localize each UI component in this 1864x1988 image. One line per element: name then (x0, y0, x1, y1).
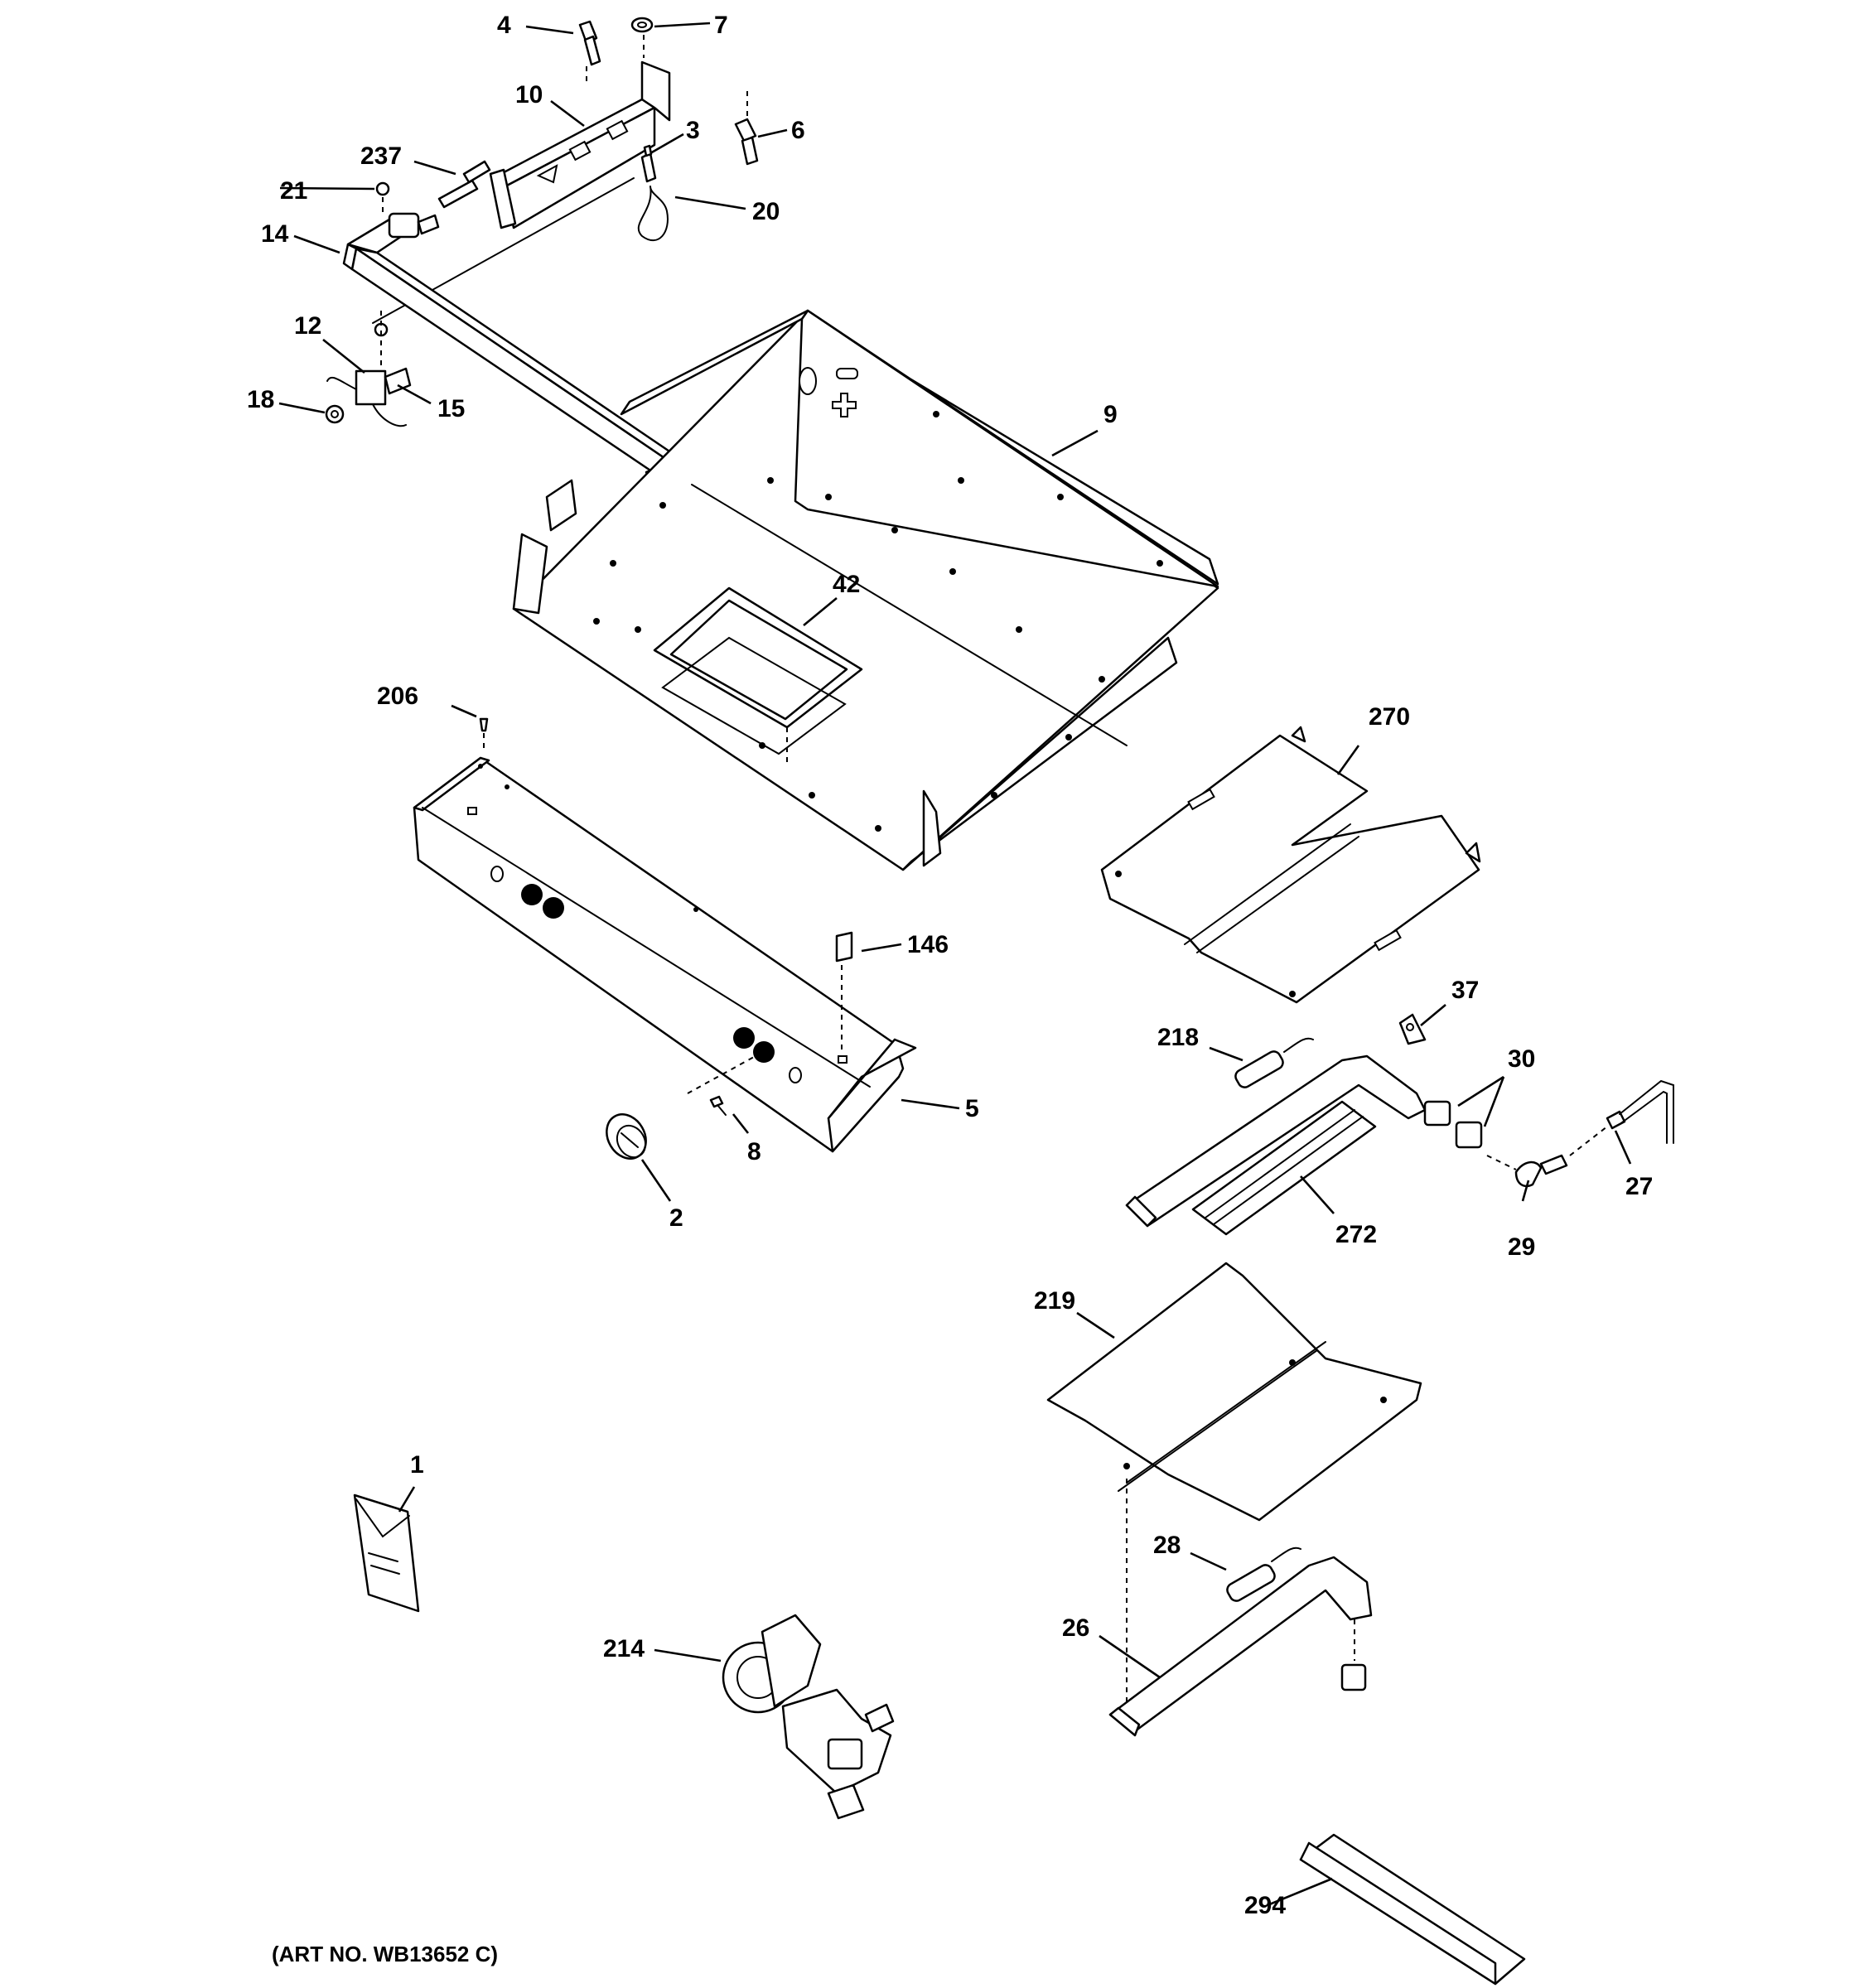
callout-30: 30 (1508, 1045, 1535, 1073)
part-42-cover-plate (653, 586, 863, 766)
callout-37: 37 (1451, 977, 1479, 1004)
callout-labels: 4 7 10 3 6 237 21 20 14 12 15 18 9 42 20… (247, 12, 1653, 1966)
callout-42: 42 (833, 571, 860, 598)
part-26-lower-burner (1108, 1556, 1373, 1737)
callout-218: 218 (1157, 1024, 1199, 1051)
callout-2: 2 (669, 1204, 683, 1232)
part-8-screw (709, 1095, 727, 1116)
callout-146: 146 (907, 931, 949, 958)
part-4-screw (578, 20, 601, 83)
callout-7: 7 (714, 12, 728, 39)
part-10-mounting-bracket (489, 60, 671, 229)
part-28-igniter (1226, 1546, 1301, 1602)
art-number: (ART NO. WB13652 C) (272, 1942, 498, 1966)
callout-294: 294 (1244, 1892, 1286, 1919)
callout-14: 14 (261, 220, 289, 248)
part-237-fitting (437, 160, 491, 209)
part-21-screw (375, 181, 390, 214)
callout-15: 15 (437, 395, 465, 422)
callout-12: 12 (294, 312, 321, 340)
part-5-control-panel (413, 756, 917, 1153)
part-294-channel (1299, 1833, 1526, 1986)
callout-3: 3 (686, 117, 700, 144)
part-2-knob (606, 1113, 647, 1160)
callout-272: 272 (1335, 1221, 1377, 1248)
callout-28: 28 (1153, 1532, 1181, 1559)
callout-206: 206 (377, 683, 418, 710)
part-9-main-pan (512, 309, 1219, 871)
callout-5: 5 (965, 1095, 979, 1122)
part-1-literature-envelope (353, 1493, 420, 1613)
callout-6: 6 (791, 117, 805, 144)
callout-219: 219 (1034, 1287, 1075, 1315)
part-37-bracket (1398, 1013, 1427, 1045)
pan-rivets (593, 411, 1163, 832)
part-270-upper-shield (1100, 726, 1481, 1004)
part-6-screw (734, 91, 759, 166)
part-27-tube (1569, 1079, 1674, 1156)
part-30-upper-burner (1125, 1054, 1483, 1228)
callout-21: 21 (280, 177, 307, 205)
callout-29: 29 (1508, 1233, 1535, 1261)
part-7-nut (630, 17, 654, 58)
part-206-screw (479, 717, 489, 750)
callout-9: 9 (1103, 401, 1118, 428)
callout-20: 20 (752, 198, 780, 225)
callout-18: 18 (247, 386, 274, 413)
part-12-valve (326, 311, 412, 427)
callout-27: 27 (1625, 1173, 1653, 1200)
part-3-orifice (640, 144, 657, 183)
part-29-elbow (1486, 1154, 1568, 1188)
leader-lines (278, 22, 1632, 1907)
part-214-gas-valve (722, 1614, 895, 1820)
callout-10: 10 (515, 81, 543, 109)
callout-26: 26 (1062, 1614, 1089, 1642)
part-14-manifold (342, 212, 702, 503)
callout-214: 214 (603, 1635, 645, 1662)
part-272-diffuser (1191, 1100, 1377, 1236)
callout-270: 270 (1369, 703, 1410, 731)
part-218-igniter (1234, 1037, 1314, 1088)
part-146-clip (835, 931, 853, 1052)
callout-4: 4 (497, 12, 511, 39)
part-18-nut (325, 404, 345, 424)
callout-8: 8 (747, 1138, 761, 1165)
callout-1: 1 (410, 1451, 424, 1479)
part-219-lower-shield (1046, 1262, 1422, 1706)
callout-237: 237 (360, 142, 402, 170)
